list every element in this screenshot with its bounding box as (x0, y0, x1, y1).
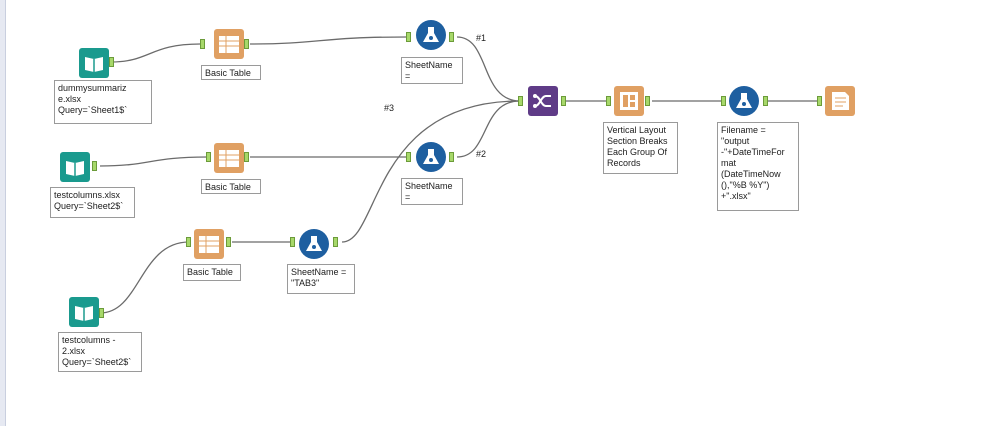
input-data-tool-3[interactable] (69, 297, 99, 327)
output-anchor[interactable] (99, 308, 104, 318)
tool-annotation: SheetName = "TAB1" (401, 57, 463, 84)
tool-annotation: SheetName = "TAB2" (401, 178, 463, 205)
output-anchor[interactable] (333, 237, 338, 247)
input-anchor[interactable] (721, 96, 726, 106)
tool-annotation: Vertical Layout Section Breaks Each Grou… (603, 122, 678, 174)
flask-icon (306, 236, 322, 251)
basic-table-tool-2[interactable] (214, 143, 244, 173)
tool-annotation: testcolumns - 2.xlsx Query=`Sheet2$` (58, 332, 142, 372)
flask-icon (736, 93, 752, 108)
wire-input3-table3 (99, 241, 190, 314)
input-anchor[interactable] (406, 32, 411, 42)
union-icon (533, 94, 551, 108)
book-icon (75, 306, 93, 321)
tool-annotation: Basic Table (201, 65, 261, 80)
input-anchor[interactable] (406, 152, 411, 162)
wire-table1-formula1 (249, 36, 407, 45)
formula-tool-2[interactable] (416, 142, 446, 172)
union-tool[interactable] (528, 86, 558, 116)
tool-annotation: Filename = "output -"+DateTimeFor mat (D… (717, 122, 799, 211)
basic-table-tool-3[interactable] (194, 229, 224, 259)
input-anchor[interactable] (606, 96, 611, 106)
input-anchor[interactable] (206, 152, 211, 162)
output-anchor[interactable] (763, 96, 768, 106)
table-icon (219, 36, 239, 53)
output-anchor[interactable] (244, 152, 249, 162)
tool-annotation: dummysummariz e.xlsx Query=`Sheet1$` (54, 80, 152, 124)
book-icon (85, 57, 103, 72)
render-tool[interactable] (825, 86, 855, 116)
table-icon (199, 236, 219, 253)
output-anchor[interactable] (226, 237, 231, 247)
render-output-icon (832, 92, 849, 110)
input-anchor[interactable] (200, 39, 205, 49)
connection-label-3: #3 (384, 103, 395, 113)
input-data-tool-1[interactable] (79, 48, 109, 78)
tool-annotation: Basic Table (201, 179, 261, 194)
wire-formula1-union (456, 36, 521, 102)
flask-icon (423, 27, 439, 42)
formula-tool-4[interactable] (729, 86, 759, 116)
formula-tool-1[interactable] (416, 20, 446, 50)
canvas-left-border (0, 0, 6, 426)
layout-tool[interactable] (614, 86, 644, 116)
input-anchor[interactable] (518, 96, 523, 106)
tool-annotation: Basic Table (183, 264, 241, 281)
formula-tool-3[interactable] (299, 229, 329, 259)
output-anchor[interactable] (449, 152, 454, 162)
connection-label-2: #2 (476, 149, 487, 159)
output-anchor[interactable] (109, 57, 114, 67)
wire-formula3-union (341, 100, 521, 243)
connection-label-1: #1 (476, 33, 487, 43)
wire-input2-table2 (99, 156, 208, 167)
flask-icon (423, 149, 439, 164)
output-anchor[interactable] (449, 32, 454, 42)
output-anchor[interactable] (92, 161, 97, 171)
wire-input1-table1 (110, 43, 201, 63)
tool-annotation: testcolumns.xlsx Query=`Sheet2$` (50, 187, 135, 218)
table-icon (219, 150, 239, 167)
input-anchor[interactable] (186, 237, 191, 247)
book-icon (66, 161, 84, 176)
tool-annotation: SheetName = "TAB3" (287, 264, 355, 294)
basic-table-tool-1[interactable] (214, 29, 244, 59)
layout-icon (620, 92, 638, 110)
wire-formula2-union (456, 100, 521, 158)
output-anchor[interactable] (645, 96, 650, 106)
input-anchor[interactable] (817, 96, 822, 106)
input-anchor[interactable] (290, 237, 295, 247)
output-anchor[interactable] (244, 39, 249, 49)
output-anchor[interactable] (561, 96, 566, 106)
input-data-tool-2[interactable] (60, 152, 90, 182)
